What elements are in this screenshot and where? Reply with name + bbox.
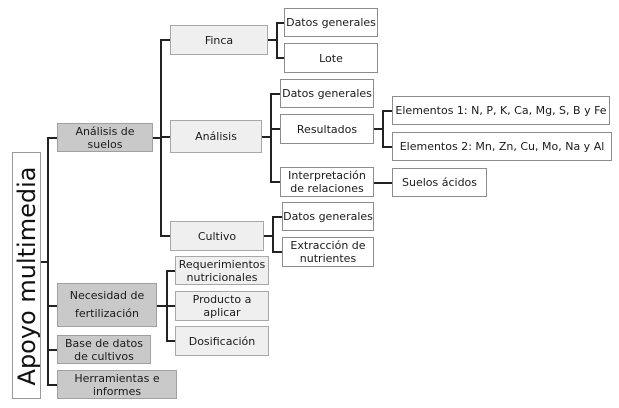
connector — [268, 39, 277, 41]
node-label: Elementos 2: Mn, Zn, Cu, Mo, Na y Al — [399, 140, 605, 153]
node-label: Datos generales — [282, 87, 372, 100]
connector — [47, 384, 57, 386]
node-label: Lote — [319, 51, 343, 65]
node-extraccion-nutrientes: Extracción de nutrientes — [282, 237, 374, 267]
root-label: Apoyo multimedia — [12, 166, 41, 385]
node-finca-datos-generales: Datos generales — [284, 8, 378, 37]
node-dosificacion: Dosificación — [175, 326, 269, 356]
node-finca: Finca — [170, 25, 268, 55]
connector — [47, 137, 57, 139]
node-label: Suelos ácidos — [401, 176, 478, 189]
connector — [374, 182, 392, 184]
node-resultados: Resultados — [280, 114, 374, 144]
node-cultivo: Cultivo — [170, 221, 264, 251]
node-label: Datos generales — [283, 210, 373, 223]
node-label: Análisis de suelos — [75, 124, 135, 151]
node-label: Dosificación — [188, 334, 256, 348]
node-label: Base de datos de cultivos — [64, 336, 144, 363]
connector — [270, 181, 280, 183]
connector — [272, 216, 282, 218]
connector — [382, 110, 384, 147]
connector — [382, 146, 392, 148]
node-analisis: Análisis — [170, 120, 262, 153]
connector — [47, 137, 49, 385]
node-analisis-datos-generales: Datos generales — [280, 79, 374, 108]
node-label: Finca — [204, 33, 234, 47]
connector — [276, 57, 284, 59]
connector — [160, 39, 162, 236]
connector — [160, 235, 170, 237]
node-cultivo-datos-generales: Datos generales — [282, 202, 374, 231]
node-elementos-2: Elementos 2: Mn, Zn, Cu, Mo, Na y Al — [392, 132, 612, 161]
connector — [47, 349, 57, 351]
node-label: Requerimientos nutricionales — [178, 257, 266, 284]
connector — [166, 305, 175, 307]
node-label: Interpretación de relaciones — [288, 169, 366, 195]
node-base-datos-cultivos: Base de datos de cultivos — [57, 335, 151, 364]
connector — [160, 136, 170, 138]
node-interpretacion: Interpretación de relaciones — [280, 167, 374, 197]
node-label: Resultados — [296, 122, 358, 136]
connector — [270, 93, 280, 95]
root-node-apoyo-multimedia: Apoyo multimedia — [12, 152, 41, 399]
connector — [47, 305, 57, 307]
connector — [166, 270, 175, 272]
connector — [160, 39, 170, 41]
connector — [270, 128, 280, 130]
node-label: Herramientas e informes — [74, 371, 160, 398]
connector — [153, 137, 161, 139]
node-suelos-acidos: Suelos ácidos — [392, 168, 487, 197]
connector — [272, 251, 282, 253]
node-label: Análisis — [195, 130, 237, 143]
connector — [270, 93, 272, 182]
node-label: Producto a aplicar — [192, 293, 252, 319]
connector — [382, 110, 392, 112]
node-label: Cultivo — [197, 229, 237, 243]
node-lote: Lote — [284, 43, 378, 73]
connector — [157, 305, 167, 307]
connector — [166, 340, 175, 342]
node-label: Datos generales — [286, 16, 376, 29]
node-analisis-de-suelos: Análisis de suelos — [57, 123, 153, 152]
connector — [276, 22, 278, 58]
node-label: Extracción de nutrientes — [290, 239, 366, 265]
node-necesidad-fertilizacion: Necesidad de fertilización — [57, 283, 157, 327]
node-herramientas-informes: Herramientas e informes — [57, 370, 177, 399]
connector — [276, 22, 284, 24]
connector — [374, 128, 383, 130]
node-label: Elementos 1: N, P, K, Ca, Mg, S, B y Fe — [395, 104, 607, 117]
node-requerimientos: Requerimientos nutricionales — [175, 256, 269, 285]
connector — [262, 136, 270, 138]
connector — [264, 235, 272, 237]
node-producto-aplicar: Producto a aplicar — [175, 291, 269, 321]
connector — [272, 216, 274, 252]
node-elementos-1: Elementos 1: N, P, K, Ca, Mg, S, B y Fe — [392, 96, 610, 125]
connector — [41, 261, 48, 263]
node-label: Necesidad de fertilización — [69, 289, 145, 320]
